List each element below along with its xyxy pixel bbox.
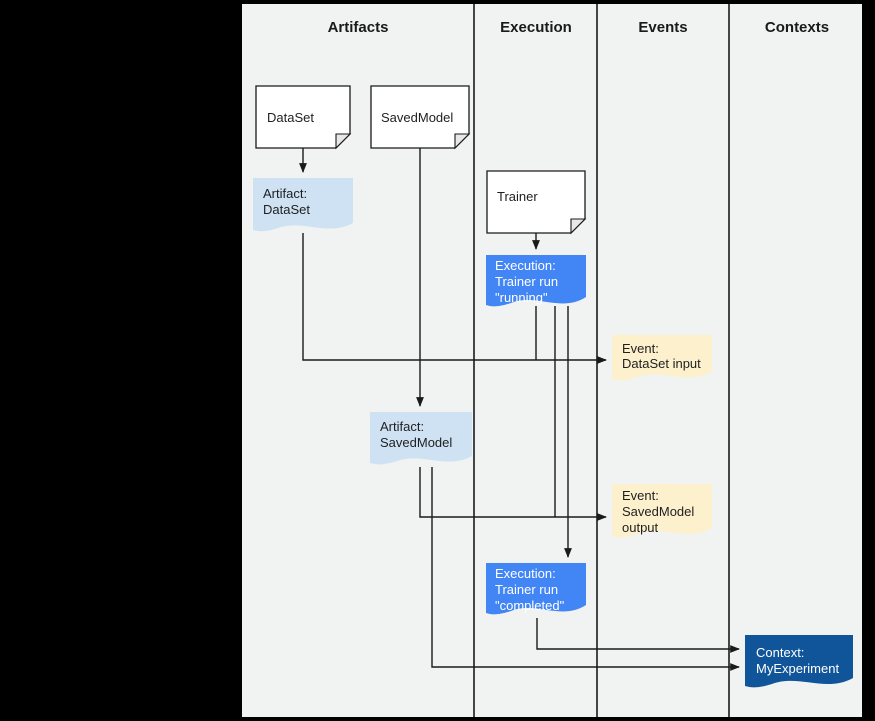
execution-running-label-line3: "running": [495, 290, 548, 305]
execution-completed-label-line2: Trainer run: [495, 582, 558, 597]
lane-header-artifacts: Artifacts: [328, 19, 389, 36]
connector-execution-completed-to-context: [536, 618, 740, 653]
node-event-savedmodel-output[interactable]: Event: SavedModel output: [612, 484, 712, 538]
event-savedmodel-output-label-line1: Event:: [622, 488, 659, 503]
artifact-savedmodel-label-line1: Artifact:: [380, 419, 424, 434]
context-myexperiment-label-line2: MyExperiment: [756, 661, 839, 676]
lane-headers: Artifacts Execution Events Contexts: [328, 19, 830, 36]
artifact-dataset-label-line1: Artifact:: [263, 186, 307, 201]
artifact-savedmodel-shape: [370, 412, 472, 465]
event-dataset-input-label-line2: DataSet input: [622, 356, 701, 371]
execution-running-label-line2: Trainer run: [495, 274, 558, 289]
node-execution-completed[interactable]: Execution: Trainer run "completed": [486, 563, 586, 615]
node-savedmodel-type[interactable]: SavedModel: [370, 85, 471, 150]
connector-artifact-savedmodel-to-context: [431, 467, 740, 671]
event-savedmodel-output-shape: [612, 484, 712, 538]
lane-header-contexts: Contexts: [765, 19, 829, 36]
savedmodel-type-label: SavedModel: [381, 110, 453, 125]
event-dataset-input-label-line1: Event:: [622, 341, 659, 356]
dataset-type-fold-icon: [335, 133, 352, 150]
node-execution-running[interactable]: Execution: Trainer run "running": [486, 255, 586, 307]
execution-running-label-line1: Execution:: [495, 258, 556, 273]
artifact-savedmodel-label-line2: SavedModel: [380, 435, 452, 450]
event-savedmodel-output-label-line3: output: [622, 520, 659, 535]
context-myexperiment-label-line1: Context:: [756, 645, 804, 660]
context-myexperiment-shape: [745, 635, 853, 688]
event-dataset-input-shape: [612, 335, 712, 381]
trainer-type-fold-icon: [570, 218, 587, 235]
lane-header-execution: Execution: [500, 19, 572, 36]
node-artifact-savedmodel[interactable]: Artifact: SavedModel: [370, 412, 472, 465]
savedmodel-type-fold-icon: [454, 133, 471, 150]
execution-completed-shape: [486, 563, 586, 615]
event-savedmodel-output-label-line2: SavedModel: [622, 504, 694, 519]
connectors: [299, 148, 740, 671]
node-dataset-type[interactable]: DataSet: [255, 85, 352, 150]
execution-running-shape: [486, 255, 586, 307]
lane-header-events: Events: [638, 19, 687, 36]
node-artifact-dataset[interactable]: Artifact: DataSet: [253, 178, 353, 232]
execution-completed-label-line1: Execution:: [495, 566, 556, 581]
artifact-dataset-shape: [253, 178, 353, 232]
artifact-dataset-label-line2: DataSet: [263, 202, 310, 217]
connector-artifact-savedmodel-to-event-output: [419, 467, 607, 521]
node-event-dataset-input[interactable]: Event: DataSet input: [612, 335, 712, 381]
node-context-myexperiment[interactable]: Context: MyExperiment: [745, 635, 853, 688]
trainer-type-label: Trainer: [497, 189, 538, 204]
dataset-type-label: DataSet: [267, 110, 314, 125]
connector-artifact-dataset-to-event-input: [302, 233, 607, 364]
execution-completed-label-line3: "completed": [495, 598, 565, 613]
node-trainer-type[interactable]: Trainer: [486, 170, 587, 235]
